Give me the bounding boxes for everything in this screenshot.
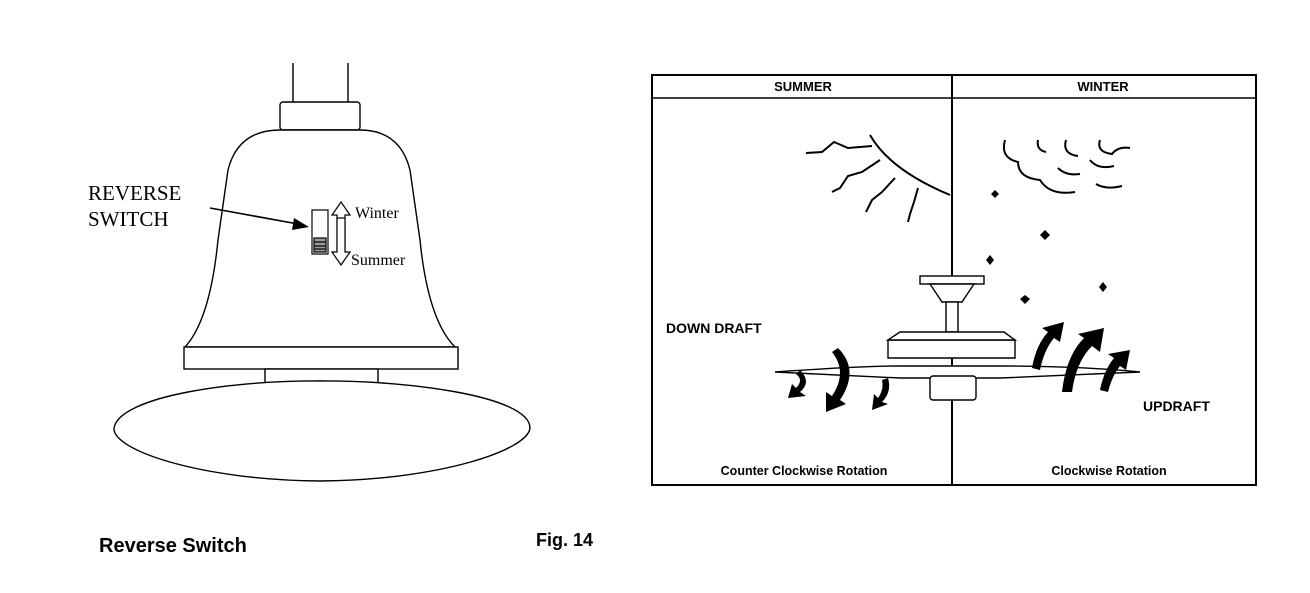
sun-icon (805, 134, 951, 223)
fan-motor-top (885, 331, 1018, 341)
cloud-puff (1057, 167, 1081, 176)
callout-arrowhead-icon (292, 218, 309, 230)
sun-ray (805, 140, 873, 154)
fan-light-kit (929, 375, 977, 401)
winter-switch-label: Winter (355, 205, 399, 222)
ceiling-fan-drawing (774, 275, 1141, 401)
fan-housing-drawing (113, 63, 531, 482)
callout-line (209, 207, 299, 225)
down-arrow-icon (872, 378, 890, 410)
snowflake-icon (991, 190, 999, 198)
snowflake-icon (1040, 230, 1050, 240)
snowflake-icon (986, 255, 994, 265)
sun-ray (907, 187, 919, 223)
cloud-puff (1098, 139, 1131, 156)
housing-base-ring (183, 346, 459, 370)
panel-border (651, 74, 1257, 486)
sun-arc (869, 134, 951, 196)
winter-rotation-label: Clockwise Rotation (1051, 464, 1166, 478)
switch-callout-arrow (209, 207, 309, 230)
up-arrow-icon (1032, 322, 1064, 370)
callout-label-line1: REVERSE (88, 181, 181, 205)
downdraft-arrows (788, 348, 890, 412)
cloud-outline (1002, 139, 1076, 194)
summer-rotation-label: Counter Clockwise Rotation (721, 464, 888, 478)
cloud-puff (1095, 183, 1123, 189)
down-arrow-icon (826, 348, 850, 412)
reverse-switch[interactable] (311, 200, 352, 267)
fan-motor (887, 339, 1016, 359)
cloud-puff (1089, 159, 1115, 169)
fan-downrod (945, 301, 959, 333)
arrow-down-summer-icon (330, 217, 352, 267)
callout-label-line2: SWITCH (88, 207, 169, 231)
reverse-switch-caption: Reverse Switch (99, 535, 247, 557)
light-bowl (113, 380, 531, 482)
figure-number-caption: Fig. 14 (536, 530, 594, 550)
fan-blades (774, 365, 1141, 379)
cloud-puff (1036, 139, 1047, 153)
updraft-arrows (1032, 322, 1130, 392)
snowflake-icon (1099, 282, 1107, 292)
housing-collar (279, 101, 361, 131)
switch-slider[interactable] (313, 237, 327, 253)
up-arrow-icon (1100, 350, 1130, 392)
snowflakes (986, 190, 1107, 304)
fan-canopy-plate (919, 275, 985, 285)
updraft-label: UPDRAFT (1143, 398, 1210, 414)
summer-switch-label: Summer (351, 252, 406, 269)
up-arrow-icon (1062, 328, 1104, 392)
cloud-puff (1064, 139, 1079, 157)
snowflake-icon (1020, 295, 1030, 304)
fan-canopy (928, 283, 976, 303)
sun-ray (865, 177, 896, 213)
sun-ray (831, 159, 881, 193)
cloud-icon (1002, 139, 1131, 194)
down-arrow-icon (788, 370, 806, 398)
summer-header: SUMMER (774, 79, 832, 94)
winter-header: WINTER (1077, 79, 1129, 94)
down-draft-label: DOWN DRAFT (666, 320, 762, 336)
